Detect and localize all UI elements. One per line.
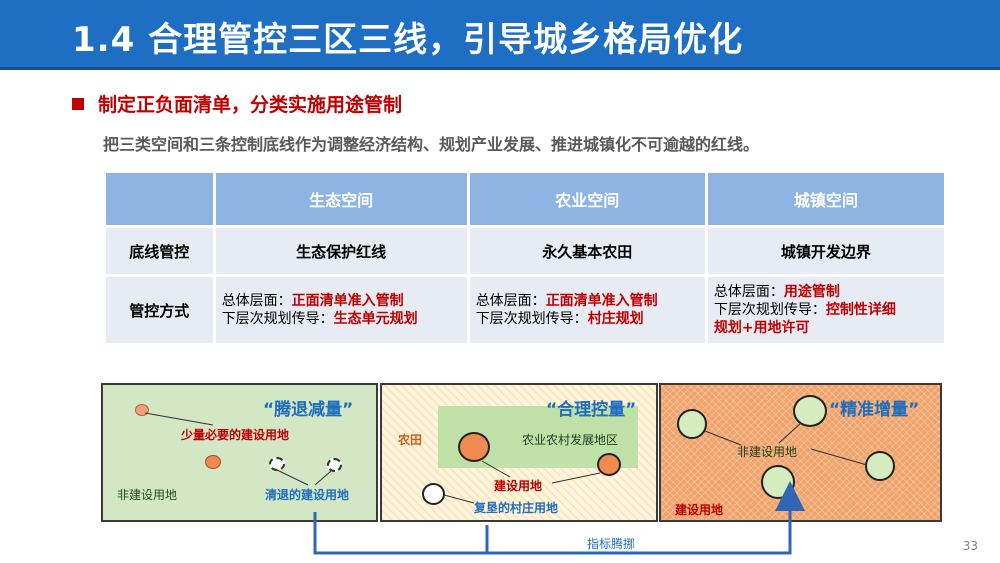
nonbuild-circle-icon (793, 395, 827, 427)
necessary-land-label: 少量必要的建设用地 (181, 428, 290, 442)
build-land-label: 建设用地 (494, 479, 543, 493)
cell-text: 总体层面： (475, 293, 546, 309)
cell-text: 下层次规划传导： (475, 311, 588, 327)
cell-highlight: 正面清单准入管制 (291, 293, 404, 309)
cell-text: 总体层面： (221, 293, 292, 309)
build-land-circle-icon (458, 432, 490, 462)
farmland-label: 农田 (398, 433, 423, 447)
cell-highlight: 正面清单准入管制 (545, 293, 658, 309)
panel-reduce: “腾退减量” 少量必要的建设用地 非建设用地 清退的建设用地 (101, 383, 378, 522)
pointer-lines (704, 422, 868, 466)
pointer-lines (443, 460, 601, 504)
table-header-cell (106, 173, 213, 225)
small-land-circle-icon (205, 455, 221, 469)
table-cell: 总体层面：用途管制 下层次规划传导：控制性详细 规划+用地许可 (707, 277, 944, 343)
nonbuild-circle-icon (677, 409, 707, 439)
reclaimed-village-circle-icon (422, 483, 445, 505)
table-row: 底线管控 生态保护红线 永久基本农田 城镇开发边界 (106, 228, 944, 274)
cell-text: 总体层面： (713, 284, 784, 300)
agri-zone-label: 农业农村发展地区 (522, 433, 619, 447)
panel-control: “合理控量” 农田 农业农村发展地区 建设用地 复垦的村庄用地 (380, 383, 658, 522)
pointer-lines (144, 412, 332, 486)
build-land-circle-icon (597, 453, 621, 476)
section-heading-text: 制定正负面清单，分类实施用途管制 (98, 94, 403, 116)
table-cell: 总体层面：正面清单准入管制 下层次规划传导：村庄规划 (469, 277, 705, 343)
nonbuild-label: 非建设用地 (737, 445, 798, 459)
table-row: 管控方式 总体层面：正面清单准入管制 下层次规划传导：生态单元规划 总体层面：正… (106, 277, 944, 343)
panel-title: “精准增量” (829, 400, 920, 420)
table-header-cell: 生态空间 (215, 173, 467, 225)
reclaimed-village-label: 复垦的村庄用地 (474, 501, 559, 515)
cell-highlight: 规划+用地许可 (713, 320, 810, 336)
panel-title: “合理控量” (546, 400, 637, 420)
nonbuild-circle-icon (865, 451, 895, 481)
page-number: 33 (962, 539, 978, 553)
cell-highlight: 村庄规划 (587, 311, 644, 327)
cell-highlight: 控制性详细 (825, 302, 896, 318)
bullet-square-icon (72, 97, 84, 110)
table-cell: 生态保护红线 (215, 228, 467, 274)
panel-title: “腾退减量” (263, 400, 354, 420)
table-header-cell: 城镇空间 (707, 173, 944, 225)
table-cell: 总体层面：正面清单准入管制 下层次规划传导：生态单元规划 (215, 277, 467, 343)
title-bar: 1.4 合理管控三区三线，引导城乡格局优化 (0, 0, 1000, 70)
cell-text: 下层次规划传导： (713, 302, 826, 318)
nonbuild-label: 非建设用地 (117, 488, 178, 502)
build-land-label: 建设用地 (675, 503, 724, 517)
cell-text: 下层次规划传导： (221, 311, 334, 327)
transfer-label: 指标腾挪 (587, 537, 636, 551)
vacated-land-label: 清退的建设用地 (265, 488, 350, 502)
intro-text: 把三类空间和三条控制底线作为调整经济结构、规划产业发展、推进城镇化不可逾越的红线… (103, 135, 760, 154)
row-label: 管控方式 (106, 277, 213, 343)
table-header-row: 生态空间 农业空间 城镇空间 (106, 173, 944, 225)
vacated-land-circle-icon (327, 458, 342, 472)
cell-highlight: 用途管制 (783, 284, 840, 300)
table-header-cell: 农业空间 (469, 173, 705, 225)
control-table: 生态空间 农业空间 城镇空间 底线管控 生态保护红线 永久基本农田 城镇开发边界… (103, 170, 947, 346)
slide-title: 1.4 合理管控三区三线，引导城乡格局优化 (72, 20, 744, 60)
table-cell: 城镇开发边界 (707, 228, 944, 274)
table-cell: 永久基本农田 (469, 228, 705, 274)
section-heading: 制定正负面清单，分类实施用途管制 (72, 90, 402, 117)
row-label: 底线管控 (106, 228, 213, 274)
cell-highlight: 生态单元规划 (333, 311, 418, 327)
